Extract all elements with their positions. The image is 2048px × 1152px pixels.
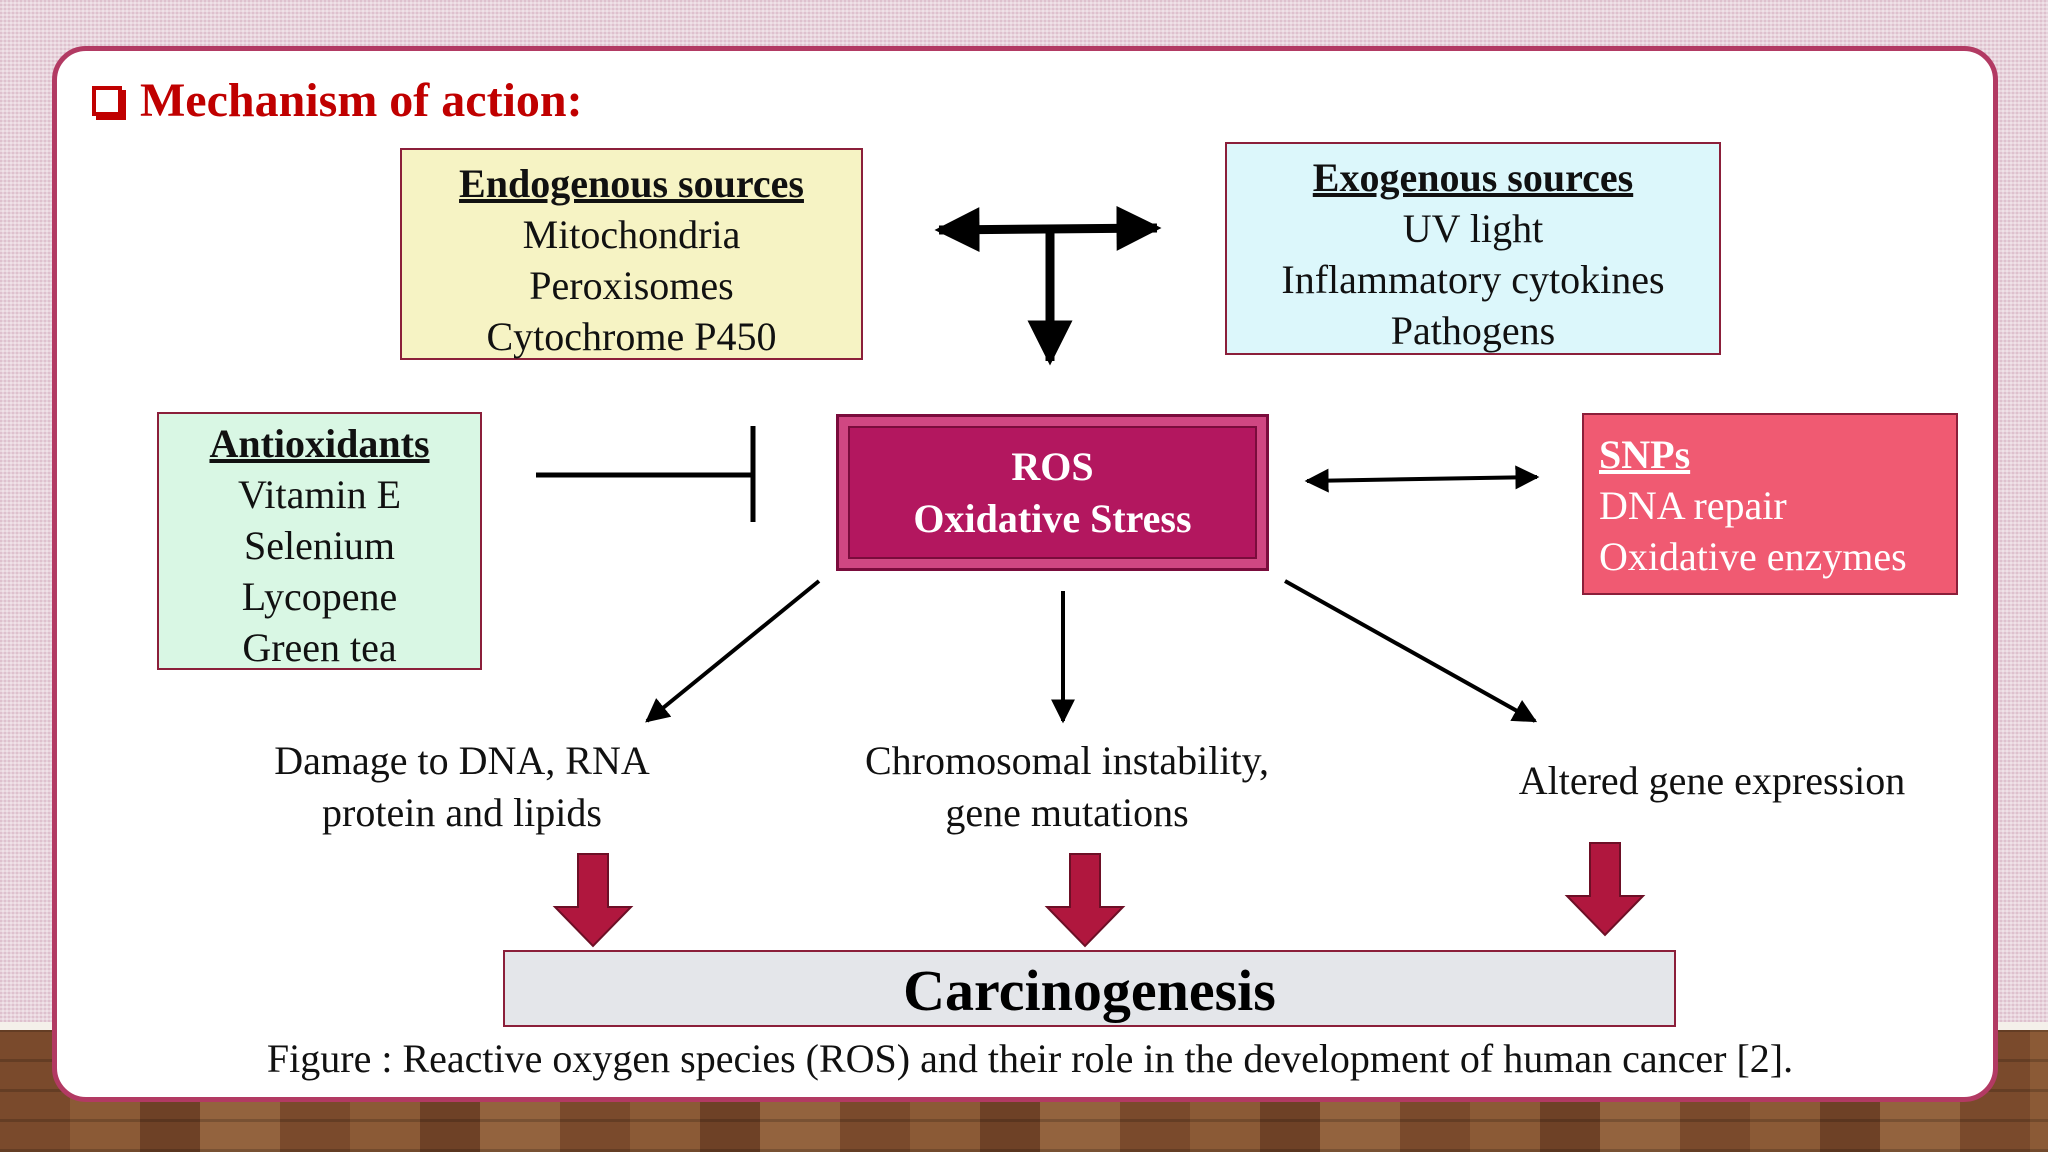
block-arrow-right — [1564, 842, 1646, 937]
ros-to-damage-arrow — [645, 579, 821, 723]
ros-oxidative-stress-box: ROS Oxidative Stress — [836, 414, 1269, 571]
antioxidant-item: Green tea — [242, 625, 397, 670]
ros-label: ROS — [1011, 444, 1094, 489]
outcome-instability: Chromosomal instability, gene mutations — [827, 735, 1307, 839]
snps-item: DNA repair — [1599, 483, 1787, 528]
outcome-line: Chromosomal instability, — [864, 738, 1270, 783]
outcome-expression: Altered gene expression — [1487, 755, 1937, 807]
snps-heading: SNPs — [1599, 432, 1691, 477]
endogenous-heading: Endogenous sources — [459, 161, 804, 206]
snps-item: Oxidative enzymes — [1599, 534, 1907, 579]
snps-box: SNPs DNA repair Oxidative enzymes — [1582, 413, 1958, 595]
antioxidant-item: Lycopene — [241, 574, 398, 619]
antioxidants-heading: Antioxidants — [209, 421, 430, 466]
exogenous-item: UV light — [1402, 206, 1544, 251]
ros-to-expression-arrow — [1284, 579, 1538, 723]
antioxidants-box: Antioxidants Vitamin E Selenium Lycopene… — [157, 412, 482, 670]
exogenous-sources-box: Exogenous sources UV light Inflammatory … — [1225, 142, 1721, 355]
exogenous-heading: Exogenous sources — [1312, 155, 1634, 200]
oxidative-stress-label: Oxidative Stress — [913, 496, 1192, 541]
exogenous-item: Pathogens — [1390, 308, 1556, 353]
outcome-line: Damage to DNA, RNA — [274, 738, 650, 783]
endogenous-sources-box: Endogenous sources Mitochondria Peroxiso… — [400, 148, 863, 360]
endogenous-item: Cytochrome P450 — [486, 314, 777, 359]
outcome-damage: Damage to DNA, RNA protein and lipids — [237, 735, 687, 839]
carcinogenesis-box: Carcinogenesis — [503, 950, 1676, 1027]
exogenous-item: Inflammatory cytokines — [1281, 257, 1665, 302]
title-text: Mechanism of action: — [140, 74, 583, 127]
outcome-line: Altered gene expression — [1518, 758, 1906, 803]
diagram-arrows — [536, 205, 1646, 948]
block-arrow-middle — [1044, 853, 1126, 948]
block-arrow-left — [552, 853, 634, 948]
slide-title: Mechanism of action: — [92, 73, 583, 128]
endogenous-item: Peroxisomes — [529, 263, 734, 308]
figure-caption: Figure : Reactive oxygen species (ROS) a… — [266, 1036, 1794, 1081]
outcome-line: protein and lipids — [322, 790, 602, 835]
outcome-line: gene mutations — [945, 790, 1189, 835]
checkbox-bullet-icon — [92, 85, 122, 116]
slide: Mechanism of action: Endogenous sources — [52, 46, 1998, 1102]
endogenous-item: Mitochondria — [522, 212, 741, 257]
antioxidant-item: Vitamin E — [237, 472, 402, 517]
ros-snps-double-arrow — [1304, 465, 1540, 493]
antioxidant-item: Selenium — [243, 523, 396, 568]
